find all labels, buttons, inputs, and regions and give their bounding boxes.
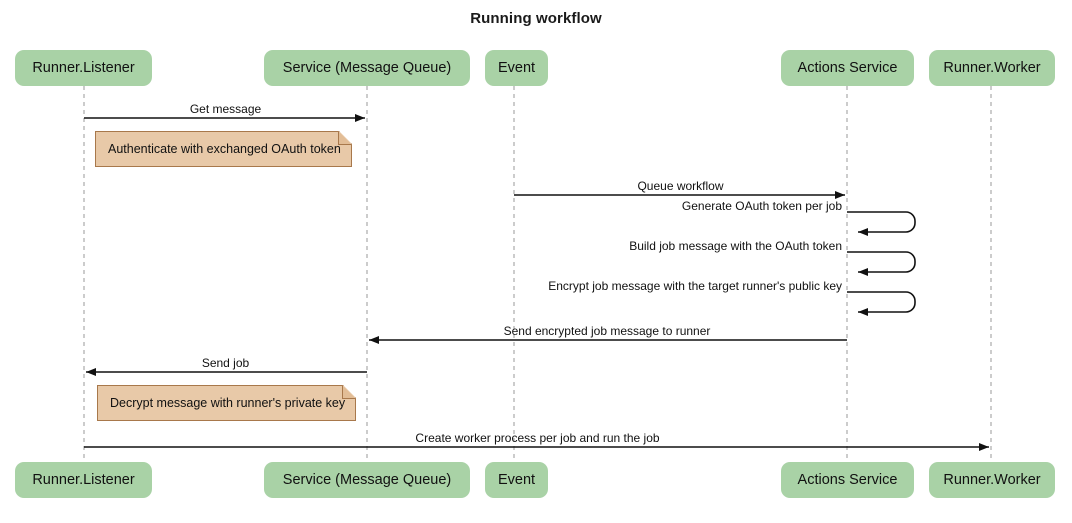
participant-bottom-runner_listener[interactable]: Runner.Listener [15, 462, 152, 498]
participant-bottom-runner_worker[interactable]: Runner.Worker [929, 462, 1055, 498]
participant-label: Event [497, 472, 536, 488]
diagram-title: Running workflow [470, 10, 602, 27]
note-n1: Authenticate with exchanged OAuth token [95, 131, 352, 167]
participant-top-actions_service[interactable]: Actions Service [781, 50, 914, 86]
self-message-arrow-m5 [847, 291, 916, 316]
self-message-arrow-m4 [847, 251, 916, 276]
message-label-m1: Get message [189, 102, 262, 116]
arrows-group [84, 114, 989, 451]
participant-label: Runner.Worker [943, 472, 1041, 488]
participant-bottom-event[interactable]: Event [485, 462, 548, 498]
note-n2: Decrypt message with runner's private ke… [97, 385, 356, 421]
participant-label: Service (Message Queue) [282, 472, 452, 488]
lifelines-group [83, 86, 992, 462]
message-label-m6: Send encrypted job message to runner [503, 324, 711, 338]
message-label-m8: Create worker process per job and run th… [415, 431, 660, 445]
participant-label: Event [497, 60, 536, 76]
participant-label: Actions Service [797, 472, 898, 488]
message-label-m7: Send job [201, 356, 250, 370]
participant-label: Runner.Listener [32, 472, 135, 488]
self-message-arrow-m3 [847, 211, 916, 236]
participant-label: Runner.Worker [943, 60, 1041, 76]
message-label-m4: Build job message with the OAuth token [629, 239, 842, 253]
message-label-m5: Encrypt job message with the target runn… [548, 279, 842, 293]
participant-label: Service (Message Queue) [282, 60, 452, 76]
note-text: Decrypt message with runner's private ke… [110, 396, 346, 410]
participant-top-service_mq[interactable]: Service (Message Queue) [264, 50, 470, 86]
participant-top-event[interactable]: Event [485, 50, 548, 86]
participant-label: Runner.Listener [32, 60, 135, 76]
participant-label: Actions Service [797, 60, 898, 76]
participant-top-runner_worker[interactable]: Runner.Worker [929, 50, 1055, 86]
message-label-m3: Generate OAuth token per job [681, 199, 842, 213]
note-text: Authenticate with exchanged OAuth token [108, 142, 341, 156]
message-label-m2: Queue workflow [637, 179, 724, 193]
participant-bottom-service_mq[interactable]: Service (Message Queue) [264, 462, 470, 498]
participant-top-runner_listener[interactable]: Runner.Listener [15, 50, 152, 86]
participant-bottom-actions_service[interactable]: Actions Service [781, 462, 914, 498]
